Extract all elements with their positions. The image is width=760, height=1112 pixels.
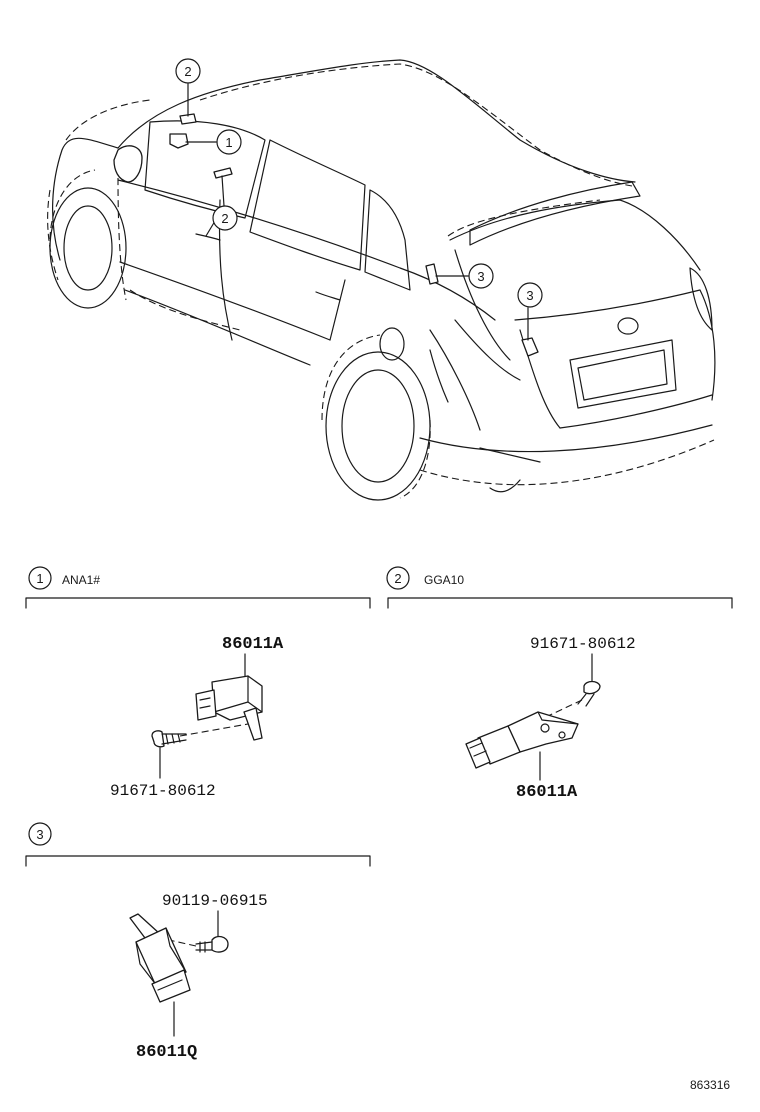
section-3-assembly-part-number: 86011Q (136, 1043, 197, 1062)
section-2-code: GGA10 (424, 573, 464, 587)
callout-car-rear-3a: 3 (468, 263, 494, 289)
section-2-number: 2 (394, 571, 401, 586)
svg-text:3: 3 (477, 269, 484, 284)
section-2-assembly-part-number: 86011A (516, 783, 578, 802)
section-2-bracket (387, 597, 733, 609)
callout-car-rear-3b: 3 (517, 282, 543, 308)
section-1-number-badge (28, 566, 52, 590)
section-1: 1 ANA1# 86011A 91671-80612 (25, 566, 371, 800)
section-3: 3 90119-06915 86011Q (25, 822, 371, 1062)
section-1-sensor-drawing (195, 675, 263, 741)
section-3-number-badge (28, 822, 52, 846)
section-2: 2 GGA10 91671-80612 86011A (386, 566, 733, 802)
section-3-bracket (25, 855, 371, 867)
section-1-bracket (25, 597, 371, 609)
section-3-sensor-drawing (129, 913, 191, 1003)
section-3-bolt-part-number: 90119-06915 (162, 892, 268, 910)
svg-text:2: 2 (221, 211, 228, 226)
vehicle-illustration (47, 59, 716, 501)
section-2-sensor-drawing (465, 711, 579, 769)
svg-text:2: 2 (184, 64, 191, 79)
section-1-number: 1 (36, 571, 43, 586)
diagram-reference-number: 863316 (690, 1078, 730, 1092)
callout-car-mid-1: 1 (216, 129, 242, 155)
svg-text:3: 3 (526, 288, 533, 303)
section-1-code: ANA1# (62, 573, 100, 587)
section-2-bolt-drawing (577, 680, 601, 707)
section-3-bolt-drawing (195, 935, 229, 953)
section-3-number: 3 (36, 827, 43, 842)
section-1-bolt-part-number: 91671-80612 (110, 782, 216, 800)
section-1-bolt-drawing (151, 730, 187, 748)
callout-car-top-2: 2 (175, 58, 201, 84)
callout-car-mid-2: 2 (212, 205, 238, 231)
section-2-number-badge (386, 566, 410, 590)
section-1-assembly-part-number: 86011A (222, 635, 284, 654)
section-2-bolt-part-number: 91671-80612 (530, 635, 636, 653)
svg-text:1: 1 (225, 135, 232, 150)
vehicle-sensor-parts (169, 113, 539, 357)
